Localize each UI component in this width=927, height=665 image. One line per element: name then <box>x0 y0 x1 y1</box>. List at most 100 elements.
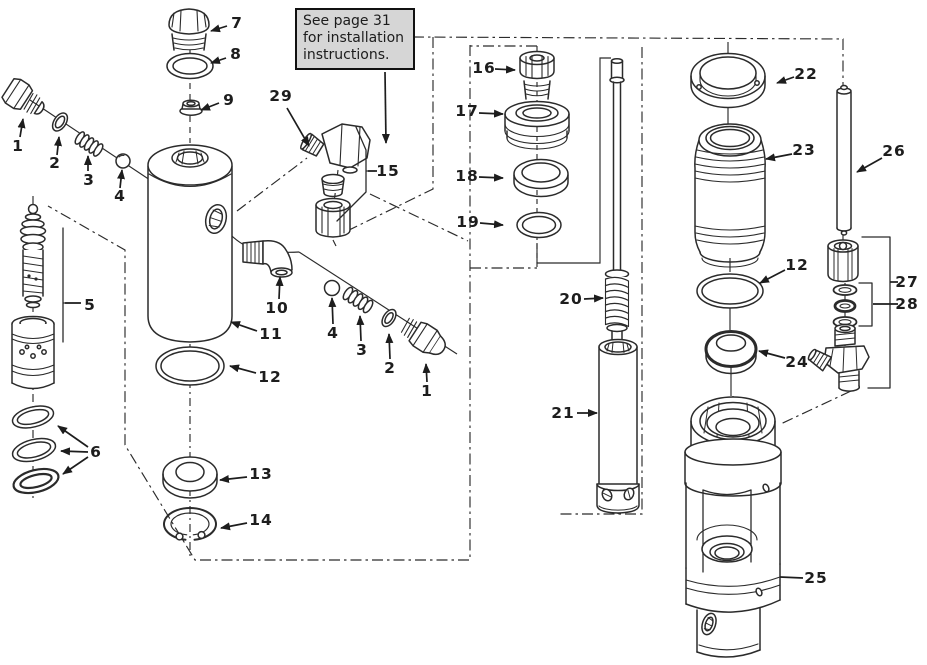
callout-1-label: 1 <box>12 137 24 155</box>
part-27-elbow-fitting <box>807 323 870 392</box>
side-port <box>204 203 228 235</box>
callout-16-label: 16 <box>472 59 496 77</box>
callout-19-label: 19 <box>456 213 480 231</box>
callout-12-leader <box>229 364 257 374</box>
part-3-spring-upper <box>74 131 104 157</box>
callout-12-leader <box>759 269 786 284</box>
callout-1-label: 1 <box>421 382 433 400</box>
callout-6-leader <box>57 425 89 448</box>
part-12-o-ring-right <box>696 273 764 309</box>
elbow-to-housing-line <box>769 390 852 430</box>
bracket-27 <box>861 236 891 389</box>
callout-11-label: 11 <box>259 325 283 343</box>
callout-26-label: 26 <box>882 142 906 160</box>
callout-8-label: 8 <box>230 45 242 63</box>
callout-4-leader <box>328 297 337 325</box>
part-27-swivel-nut <box>827 239 859 283</box>
port-to-fitting-line <box>236 157 308 212</box>
callout-1-leader <box>422 363 431 383</box>
part-4-ball-lower <box>323 279 341 297</box>
callout-14-label: 14 <box>249 511 273 529</box>
part-1-plug-lower <box>400 317 446 356</box>
callout-18-label: 18 <box>455 167 479 185</box>
part-16-packing-nut <box>519 50 555 100</box>
callout-7-leader <box>210 24 228 33</box>
callout-1-leader <box>17 118 26 138</box>
boundary-hinge-right <box>369 193 469 242</box>
callout-22-leader <box>776 76 795 84</box>
part-28-seals <box>832 284 858 328</box>
callout-12-label: 12 <box>258 368 282 386</box>
boundary-top <box>412 36 844 87</box>
note-arrow <box>381 71 390 144</box>
callout-17-leader <box>478 109 504 118</box>
callout-6-leader <box>62 456 89 475</box>
callout-12-label: 12 <box>785 256 809 274</box>
callout-10-leader <box>275 276 284 300</box>
callout-5-label: 5 <box>84 296 96 314</box>
bracket-5 <box>62 227 81 343</box>
note-box: See page 31 for installation instruction… <box>295 8 415 71</box>
callout-18-leader <box>478 173 504 182</box>
callout-14-leader <box>220 522 248 531</box>
callout-24-label: 24 <box>785 353 809 371</box>
callout-20-label: 20 <box>559 290 583 308</box>
callout-10-label: 10 <box>265 299 289 317</box>
part-9-nut <box>179 99 203 116</box>
parts-layer <box>1 8 891 658</box>
part-14-retaining-ring <box>163 507 217 541</box>
callout-15-label: 15 <box>376 162 400 180</box>
part-29-swivel-elbow <box>300 123 371 174</box>
callout-16-leader <box>494 65 516 74</box>
part-5-valve-assembly <box>11 203 55 390</box>
part-4-ball-upper <box>115 153 131 169</box>
callout-9-label: 9 <box>223 91 235 109</box>
part-7-plug <box>168 8 210 51</box>
callout-2-leader <box>54 136 62 156</box>
callout-7-label: 7 <box>231 14 243 32</box>
callout-9-leader <box>200 102 220 111</box>
part-25-pump-housing <box>684 396 782 658</box>
callout-2-leader <box>385 333 394 360</box>
callout-22-label: 22 <box>794 65 818 83</box>
callout-3-leader <box>356 315 365 342</box>
part-11-cylinder-body <box>147 144 233 343</box>
callout-8-leader <box>210 56 227 64</box>
part-23-displacement-cylinder <box>694 123 766 268</box>
callout-2-label: 2 <box>49 154 61 172</box>
part-8-o-ring <box>166 52 214 80</box>
callout-19-leader <box>479 220 504 229</box>
part-13-washer <box>162 456 218 499</box>
callout-29-label: 29 <box>269 87 293 105</box>
callout-13-label: 13 <box>249 465 273 483</box>
callout-20-leader <box>583 294 604 303</box>
boundary-main-section <box>47 45 471 561</box>
callout-25-leader <box>779 576 804 579</box>
part-3-spring-lower <box>342 286 374 314</box>
callout-24-leader <box>758 349 786 359</box>
callout-13-leader <box>219 475 248 483</box>
part-1-plug-upper <box>1 78 45 115</box>
part-22-retaining-nut <box>690 52 766 109</box>
bracket-28 <box>858 282 873 327</box>
part-19-o-ring <box>516 211 562 239</box>
part-12-o-ring-left <box>155 346 225 386</box>
callout-2-label: 2 <box>384 359 396 377</box>
callout-26-leader <box>856 157 883 173</box>
part-2-o-ring-lower <box>381 308 397 328</box>
callout-21-label: 21 <box>551 404 575 422</box>
callout-23-leader <box>765 153 793 162</box>
callout-3-label: 3 <box>356 341 368 359</box>
part-10-elbow-fitting <box>242 239 293 278</box>
callout-27-label: 27 <box>895 273 919 291</box>
callout-11-leader <box>230 321 258 332</box>
connector-19-to-rod <box>536 57 611 264</box>
part-20-piston-rod <box>604 57 630 345</box>
callout-3-label: 3 <box>83 171 95 189</box>
part-6-o-rings <box>11 405 60 495</box>
part-18-gland <box>513 158 569 198</box>
callout-29-leader <box>286 107 310 147</box>
part-26-tube <box>836 84 852 236</box>
